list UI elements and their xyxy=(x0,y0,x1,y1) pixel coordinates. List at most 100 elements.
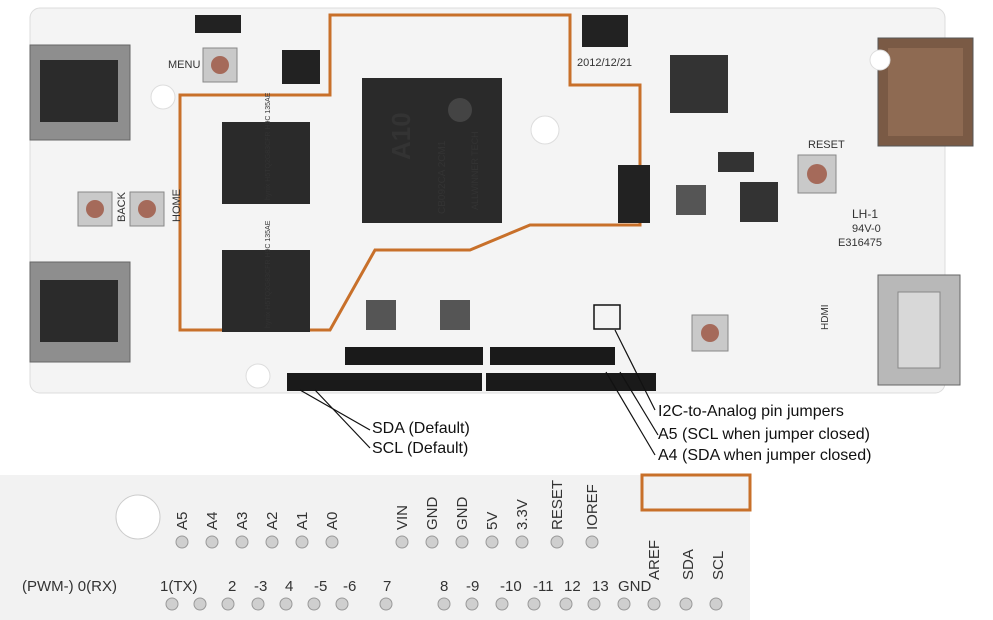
header-top-label: A2 xyxy=(264,511,281,530)
label-a5: A5 (SCL when jumper closed) xyxy=(658,426,870,443)
header-upper-left xyxy=(345,347,483,365)
inductor-2 xyxy=(440,300,470,330)
label-scl-default: SCL (Default) xyxy=(372,440,469,457)
pin-pad xyxy=(251,597,265,611)
jumper-highlight-box xyxy=(593,304,621,330)
header-bottom-label: -10 xyxy=(500,578,522,595)
pin-pad xyxy=(165,597,179,611)
closeup-mount-hole xyxy=(115,494,161,540)
pin-pad xyxy=(175,535,189,549)
header-top-label: A3 xyxy=(234,511,251,530)
pin-pad xyxy=(221,597,235,611)
header-top-label: IOREF xyxy=(584,484,601,530)
header-top-label: A0 xyxy=(324,511,341,530)
orange-trace xyxy=(178,13,642,332)
jumper-j10 xyxy=(282,50,320,84)
cpu-brand: ALLWINNER TECH xyxy=(470,131,480,210)
ic-small-1 xyxy=(718,152,754,172)
header-bottom-label: (PWM-) 0(RX) xyxy=(22,578,117,595)
back-button xyxy=(77,191,113,227)
closeup-pin-row xyxy=(165,535,723,611)
reset-button xyxy=(797,154,837,194)
ram-chip-top xyxy=(222,122,310,204)
header-bottom-label: 7 xyxy=(383,578,392,595)
jumper-j7 xyxy=(618,165,650,223)
pin-pad xyxy=(235,535,249,549)
silk-home: HOME xyxy=(171,189,183,222)
pin-pad xyxy=(495,597,509,611)
header-top-label: A1 xyxy=(294,511,311,530)
mount-hole-1 xyxy=(150,84,176,110)
mount-hole-2 xyxy=(530,115,560,145)
header-bottom-label: -5 xyxy=(314,578,328,595)
header-lower-right xyxy=(486,373,656,391)
header-top-label: 3.3V xyxy=(514,499,531,530)
pin-pad xyxy=(193,597,207,611)
menu-button xyxy=(202,47,238,83)
label-sda-default: SDA (Default) xyxy=(372,420,470,437)
ram-chip-bottom xyxy=(222,250,310,332)
header-top-label: GND xyxy=(454,496,471,530)
pointer-a4 xyxy=(605,371,656,456)
header-bottom-label: -3 xyxy=(254,578,268,595)
header-bottom-label: 4 xyxy=(285,578,294,595)
header-bottom-label: 12 xyxy=(564,578,581,595)
mount-hole-3 xyxy=(245,363,271,389)
pin-pad xyxy=(455,535,469,549)
header-top-label: 5V xyxy=(484,511,501,530)
pin-pad xyxy=(335,597,349,611)
pin-pad xyxy=(587,597,601,611)
header-bottom-label: 8 xyxy=(440,578,449,595)
silk-hdmi: HDMI xyxy=(820,304,831,330)
pointer-jumpers xyxy=(614,329,656,411)
inductor-1 xyxy=(366,300,396,330)
silk-date: 2012/12/21 xyxy=(577,57,632,69)
ram-label-bottom: hynix H5TQ2G83CFR H9C 135AE xyxy=(265,220,272,328)
pin-pad xyxy=(550,535,564,549)
header-upper-right xyxy=(490,347,615,365)
home-button xyxy=(129,191,165,227)
hdmi-port xyxy=(877,274,961,386)
silk-menu: MENU xyxy=(168,59,200,71)
pin-pad xyxy=(307,597,321,611)
silk-model: LH-1 xyxy=(852,207,878,221)
pin-pad xyxy=(679,597,693,611)
pin-pad xyxy=(527,597,541,611)
silk-reset: RESET xyxy=(808,139,845,151)
header-top-label: A4 xyxy=(204,511,221,530)
jumper-j6 xyxy=(582,15,628,47)
header-lower-left xyxy=(287,373,482,391)
header-bottom-label: -9 xyxy=(466,578,480,595)
mount-hole-4 xyxy=(869,49,891,71)
a10-cpu: A10 xyxy=(362,78,502,223)
usb-port-bottom xyxy=(29,261,131,363)
header-bottom-label: 13 xyxy=(592,578,609,595)
pin-pad xyxy=(379,597,393,611)
ram-label-top: hynix H5TQ2G83CFR H9C 135AE xyxy=(265,92,272,200)
pin-pad xyxy=(585,535,599,549)
silk-cert: E316475 xyxy=(838,237,882,249)
pin-pad xyxy=(559,597,573,611)
pin-pad xyxy=(515,535,529,549)
closeup-board xyxy=(0,475,750,620)
pin-pad xyxy=(425,535,439,549)
label-a4: A4 (SDA when jumper closed) xyxy=(658,447,872,464)
inductor-3 xyxy=(676,185,706,215)
header-bottom-label: 2 xyxy=(228,578,237,595)
pin-pad xyxy=(647,597,661,611)
pin-pad xyxy=(279,597,293,611)
pointer-scl xyxy=(314,389,371,449)
silk-back: BACK xyxy=(116,191,128,222)
jumper-j5 xyxy=(195,15,241,33)
pin-pad xyxy=(709,597,723,611)
pin-pad xyxy=(325,535,339,549)
pin-pad xyxy=(465,597,479,611)
pin-pad xyxy=(265,535,279,549)
ic-small-2 xyxy=(740,182,778,222)
pointer-sda xyxy=(299,389,371,431)
pin-pad xyxy=(205,535,219,549)
header-bottom-label: GND xyxy=(618,578,652,595)
pin-pad xyxy=(295,535,309,549)
header-top-label: RESET xyxy=(549,479,566,530)
